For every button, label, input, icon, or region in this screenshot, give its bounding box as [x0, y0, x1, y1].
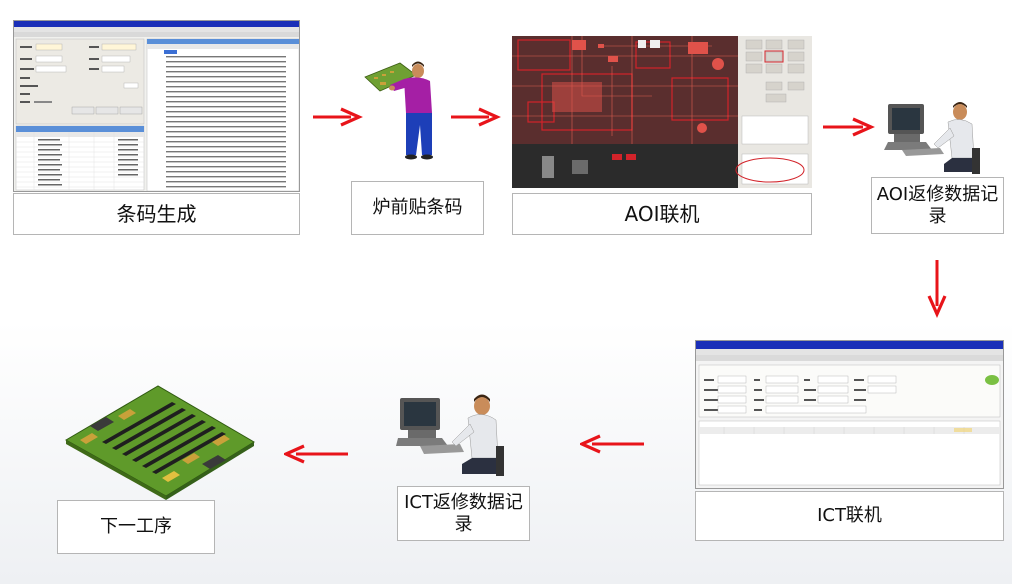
circuit-board-icon: [62, 382, 258, 500]
step-stick-label: 炉前贴条码: [351, 181, 484, 235]
person-holding-board-icon: [360, 55, 440, 165]
flow-arrow-icon: [823, 117, 875, 137]
flow-arrow-left-icon: [580, 434, 644, 454]
barcode-software-screenshot: [13, 20, 300, 192]
ict-software-screenshot: [695, 340, 1004, 489]
flow-arrow-icon: [313, 107, 363, 127]
step-aoi-label: AOI联机: [512, 193, 812, 235]
step-barcode-text: 条码生成: [117, 202, 197, 226]
aoi-inspection-screenshot: [512, 36, 812, 188]
flow-arrow-left-icon: [284, 444, 348, 464]
step-next-label: 下一工序: [57, 500, 215, 554]
step-ict-repair-text: ICT返修数据记录: [398, 492, 529, 535]
flow-arrow-icon: [451, 107, 501, 127]
person-at-computer-icon: [396, 390, 506, 480]
person-at-computer-icon: [882, 98, 982, 178]
step-aoi-repair-text: AOI返修数据记录: [872, 184, 1003, 227]
step-aoi-text: AOI联机: [625, 202, 700, 226]
step-ict-repair-label: ICT返修数据记录: [397, 486, 530, 541]
step-stick-text: 炉前贴条码: [373, 197, 463, 219]
step-ict-label: ICT联机: [695, 491, 1004, 541]
flow-arrow-down-icon: [927, 260, 947, 318]
step-next-text: 下一工序: [100, 516, 172, 538]
step-barcode-label: 条码生成: [13, 193, 300, 235]
step-ict-text: ICT联机: [817, 505, 882, 527]
step-aoi-repair-label: AOI返修数据记录: [871, 177, 1004, 234]
